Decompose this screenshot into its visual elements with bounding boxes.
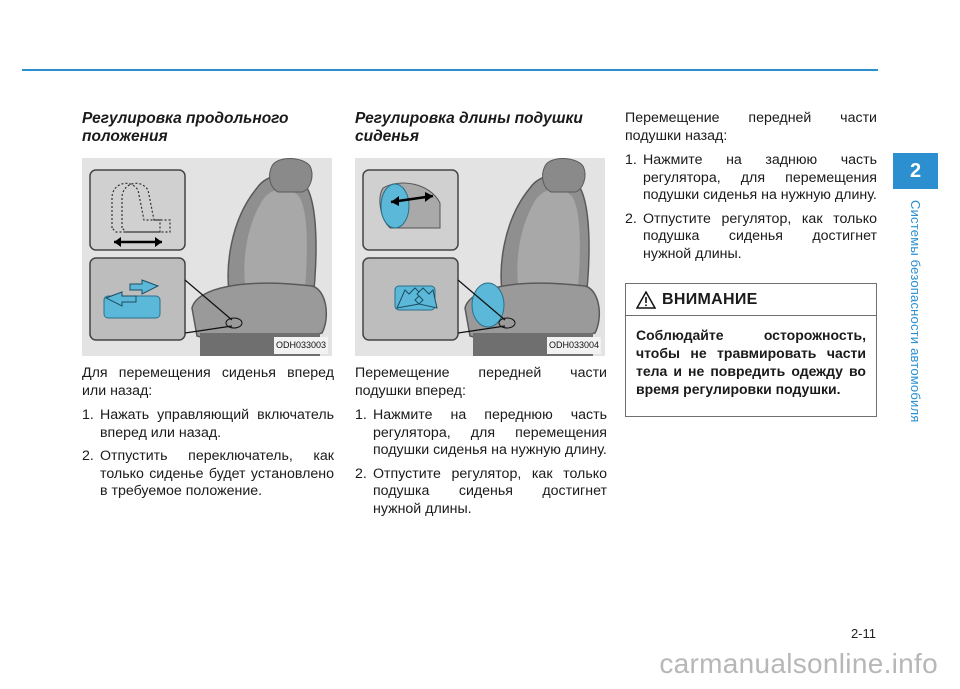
warning-triangle-icon [636,290,656,309]
section-heading: Регулировка длины подушки сиденья [355,110,583,145]
page-number: 2-11 [850,626,876,641]
step-number: 2. [625,210,637,227]
caution-header: ВНИМАНИЕ [626,284,876,316]
caution-box: ВНИМАНИЕ Соблюдайте осторожность, чтобы … [625,283,877,417]
seat-adjust-illustration: ODH033003 [82,158,332,356]
step-text: Отпустите регулятор, как только подушка … [643,210,877,262]
list-item: 1. Нажать управляющий включатель вперед и… [82,407,334,442]
step-text: Отпустите регулятор, как только подушка … [373,465,607,517]
cushion-adjust-illustration: ODH033004 [355,158,605,356]
caution-title: ВНИМАНИЕ [662,290,758,308]
step-text: Нажмите на переднюю часть регулятора, дл… [373,407,607,458]
list-item: 1. Нажмите на переднюю часть регулятора, … [355,407,607,460]
figure-code: ODH033003 [273,336,328,354]
top-rule [22,69,878,71]
list-item: 2. Отпустить переключатель, как только си… [82,448,334,501]
column-seat-fore-aft: Регулировка продольного положения [82,110,334,507]
watermark-text: carmanualsonline.info [659,648,938,679]
column-cushion-backward: Перемещение передней части подушки назад… [625,110,877,269]
step-number: 1. [625,152,637,168]
list-item: 2. Отпустите регулятор, как только подушк… [355,466,607,519]
step-text: Нажмите на заднюю часть регулятора, для … [643,152,877,203]
steps-list: 1. Нажмите на заднюю часть регулятора, дл… [625,152,877,263]
intro-text: Перемещение передней части подушки впере… [355,365,607,399]
step-number: 2. [355,465,367,482]
steps-list: 1. Нажать управляющий включатель вперед и… [82,407,334,501]
steps-list: 1. Нажмите на переднюю часть регулятора, … [355,407,607,518]
chapter-title-vertical: Системы безопасности автомобиля [908,200,923,423]
chapter-number-badge: 2 [893,153,938,189]
step-number: 2. [82,448,94,464]
step-text: Нажать управляющий включатель вперед или… [100,407,334,441]
intro-text: Перемещение передней части подушки назад… [625,110,877,144]
cushion-illustration-svg [362,158,601,356]
section-heading: Регулировка продольного положения [82,110,289,145]
step-number: 1. [355,407,367,423]
column-cushion-forward: Регулировка длины подушки сиденья ODH033… [355,110,607,524]
intro-text: Для перемещения сиденья вперед или назад… [82,365,334,399]
list-item: 2. Отпустите регулятор, как только подушк… [625,211,877,264]
step-text: Отпустить переключатель, как только сиде… [100,448,334,499]
seat-illustration-svg [89,158,328,356]
figure-code: ODH033004 [546,336,601,354]
caution-text: Соблюдайте осторожность, чтобы не травми… [636,327,866,397]
list-item: 1. Нажмите на заднюю часть регулятора, дл… [625,152,877,205]
step-number: 1. [82,407,94,423]
